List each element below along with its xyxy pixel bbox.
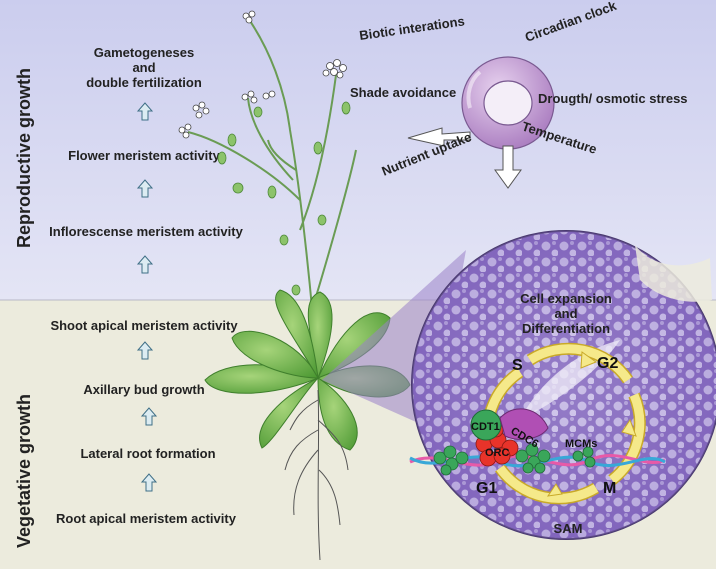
note-differentiation: Differentiation: [522, 321, 610, 336]
note-cell-expansion: Cell expansion: [520, 291, 612, 306]
inflorescence-stems: [187, 17, 357, 379]
arrow-down-icon: [494, 145, 522, 189]
note-and: and: [554, 306, 577, 321]
factor-drought: Drougth/ osmotic stress: [538, 91, 688, 106]
up-arrow-icon: [136, 102, 154, 121]
rosette-leaves: [204, 289, 411, 451]
phase-g2: G2: [597, 355, 618, 372]
flower-clusters: [178, 10, 347, 139]
orc-label: ORC: [485, 447, 510, 459]
roots: [284, 389, 349, 561]
arrow-down-left-icon: [407, 127, 471, 147]
mcms-label: MCMs: [565, 438, 597, 450]
stage-shoot-apical-meristem: Shoot apical meristem activity: [50, 318, 238, 333]
up-arrows: [136, 102, 158, 492]
cdt1-label: CDT1: [471, 421, 500, 433]
sam-label: SAM: [554, 521, 583, 536]
mcm-cluster-far: [572, 446, 596, 468]
arrowhead-icon: [621, 418, 637, 437]
phase-g1: G1: [476, 480, 497, 497]
stage-lateral-root: Lateral root formation: [80, 446, 215, 461]
cycle-arrowheads: [546, 351, 637, 497]
factors-ring: [461, 56, 555, 150]
arabidopsis-plant: [178, 10, 411, 561]
arrowhead-icon: [546, 483, 563, 497]
cdc6-protein: [499, 408, 549, 440]
stage-axillary-bud: Axillary bud growth: [83, 382, 204, 397]
up-arrow-icon: [140, 473, 158, 492]
up-arrow-icon: [140, 407, 158, 426]
phase-s: S: [512, 357, 523, 374]
arrowhead-icon: [580, 351, 598, 369]
mcm-cluster-left: [433, 445, 469, 476]
up-arrow-icon: [136, 341, 154, 360]
phase-m: M: [603, 480, 616, 497]
up-arrow-icon: [136, 179, 154, 198]
stage-inflorescense-meristem: Inflorescense meristem activity: [49, 224, 243, 239]
cdt1-protein: [470, 409, 502, 441]
mcm-cluster-right: [515, 443, 551, 474]
up-arrow-icon: [136, 255, 154, 274]
stage-flower-meristem: Flower meristem activity: [68, 148, 220, 163]
stage-root-apical-meristem: Root apical meristem activity: [56, 511, 237, 526]
stage-double-fertilization: double fertilization: [86, 75, 202, 90]
stage-and: and: [132, 60, 155, 75]
stage-gametogeneses: Gametogeneses: [94, 45, 194, 60]
factor-shade: Shade avoidance: [350, 85, 456, 100]
vegetative-growth-label: Vegetative growth: [14, 394, 34, 548]
seed-pods: [217, 101, 351, 296]
reproductive-growth-label: Reproductive growth: [14, 68, 34, 248]
